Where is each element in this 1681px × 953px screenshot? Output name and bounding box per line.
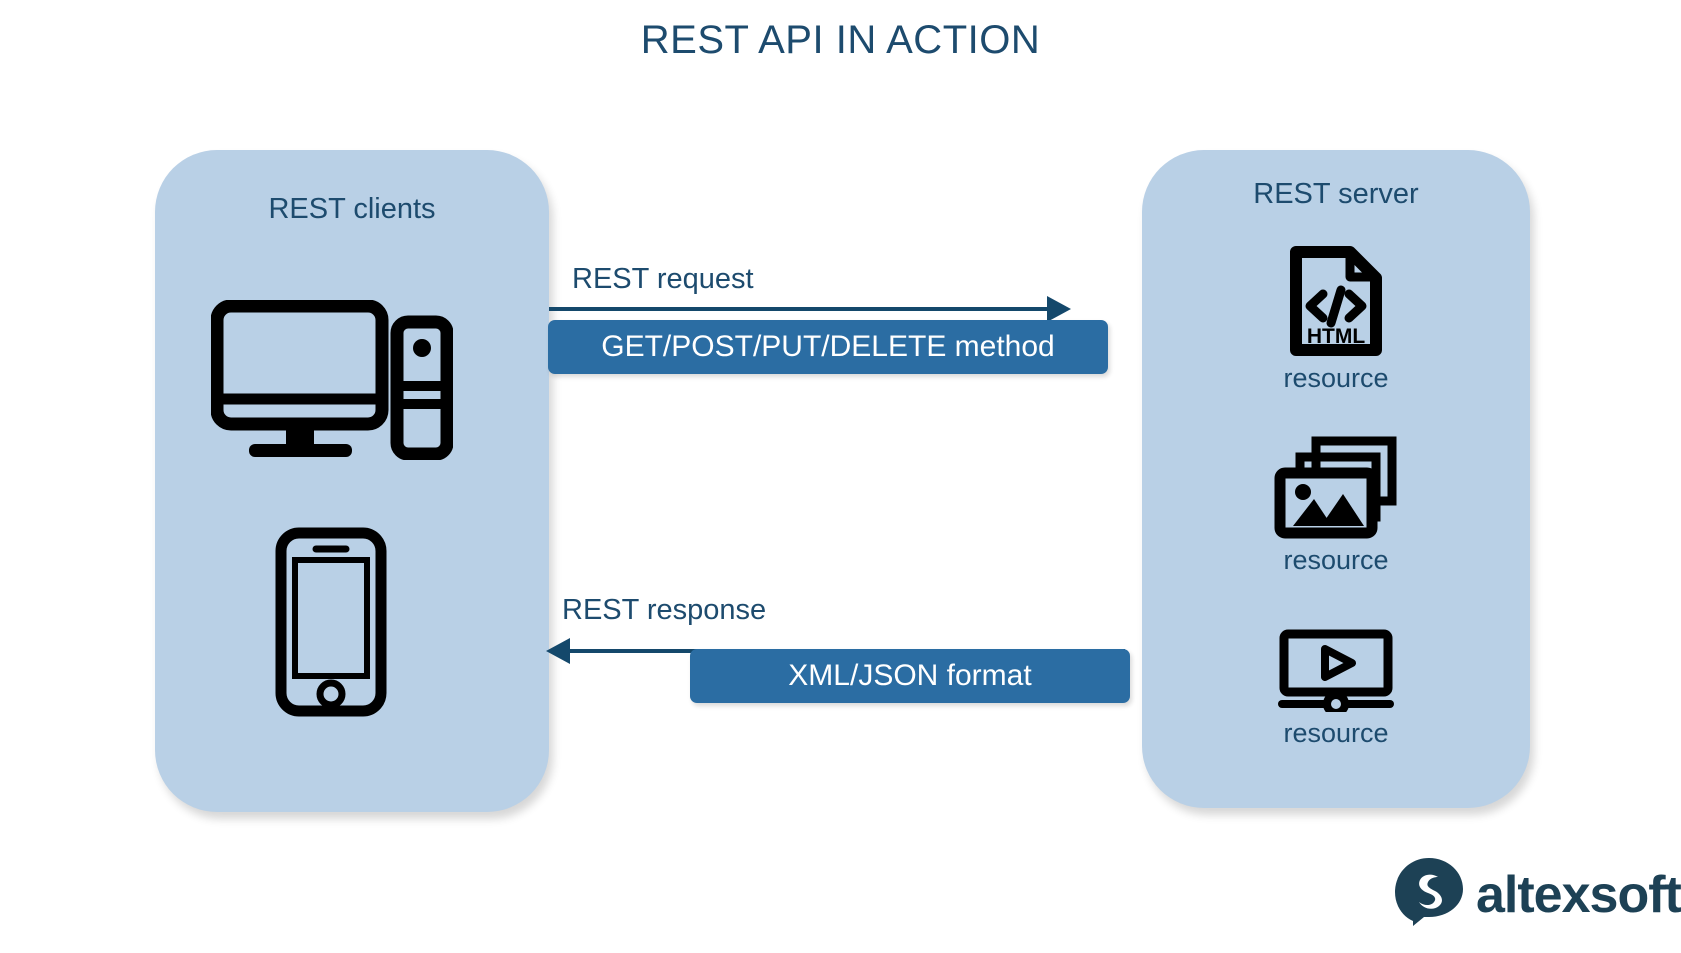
rest-response-arrowhead-icon: [546, 638, 570, 664]
altexsoft-wordmark: altexsoft: [1476, 865, 1681, 924]
resource-label: resource: [1283, 545, 1389, 575]
resource-label: resource: [1283, 718, 1389, 748]
altexsoft-speech-bubble-icon: [1392, 855, 1466, 934]
rest-clients-title: REST clients: [268, 193, 436, 225]
rest-server-title: REST server: [1253, 178, 1419, 210]
html-document-icon: HTML: [1142, 245, 1530, 357]
rest-server-panel: REST server HTML resource: [1142, 150, 1530, 808]
rest-response-caption: REST response: [562, 594, 767, 626]
resource-item-images: resource: [1142, 435, 1530, 576]
resource-item-html: HTML resource: [1142, 245, 1530, 394]
rest-request-method-banner: GET/POST/PUT/DELETE method: [548, 320, 1108, 374]
rest-request-arrowhead-icon: [1047, 296, 1071, 322]
rest-response-format-banner: XML/JSON format: [690, 649, 1130, 703]
page-title: REST API IN ACTION: [640, 18, 1041, 62]
rest-request-caption: REST request: [572, 263, 754, 295]
video-player-icon: [1142, 628, 1530, 717]
html-icon-text: HTML: [1307, 325, 1365, 348]
desktop-computer-icon: [210, 299, 454, 465]
image-stack-icon: [1142, 435, 1530, 539]
resource-label: resource: [1283, 363, 1389, 393]
altexsoft-logo: altexsoft: [1392, 855, 1681, 934]
mobile-phone-icon: [275, 527, 387, 722]
rest-request-arrow-line: [549, 307, 1049, 311]
resource-item-video: resource: [1142, 628, 1530, 749]
rest-clients-panel: REST clients: [155, 150, 549, 812]
